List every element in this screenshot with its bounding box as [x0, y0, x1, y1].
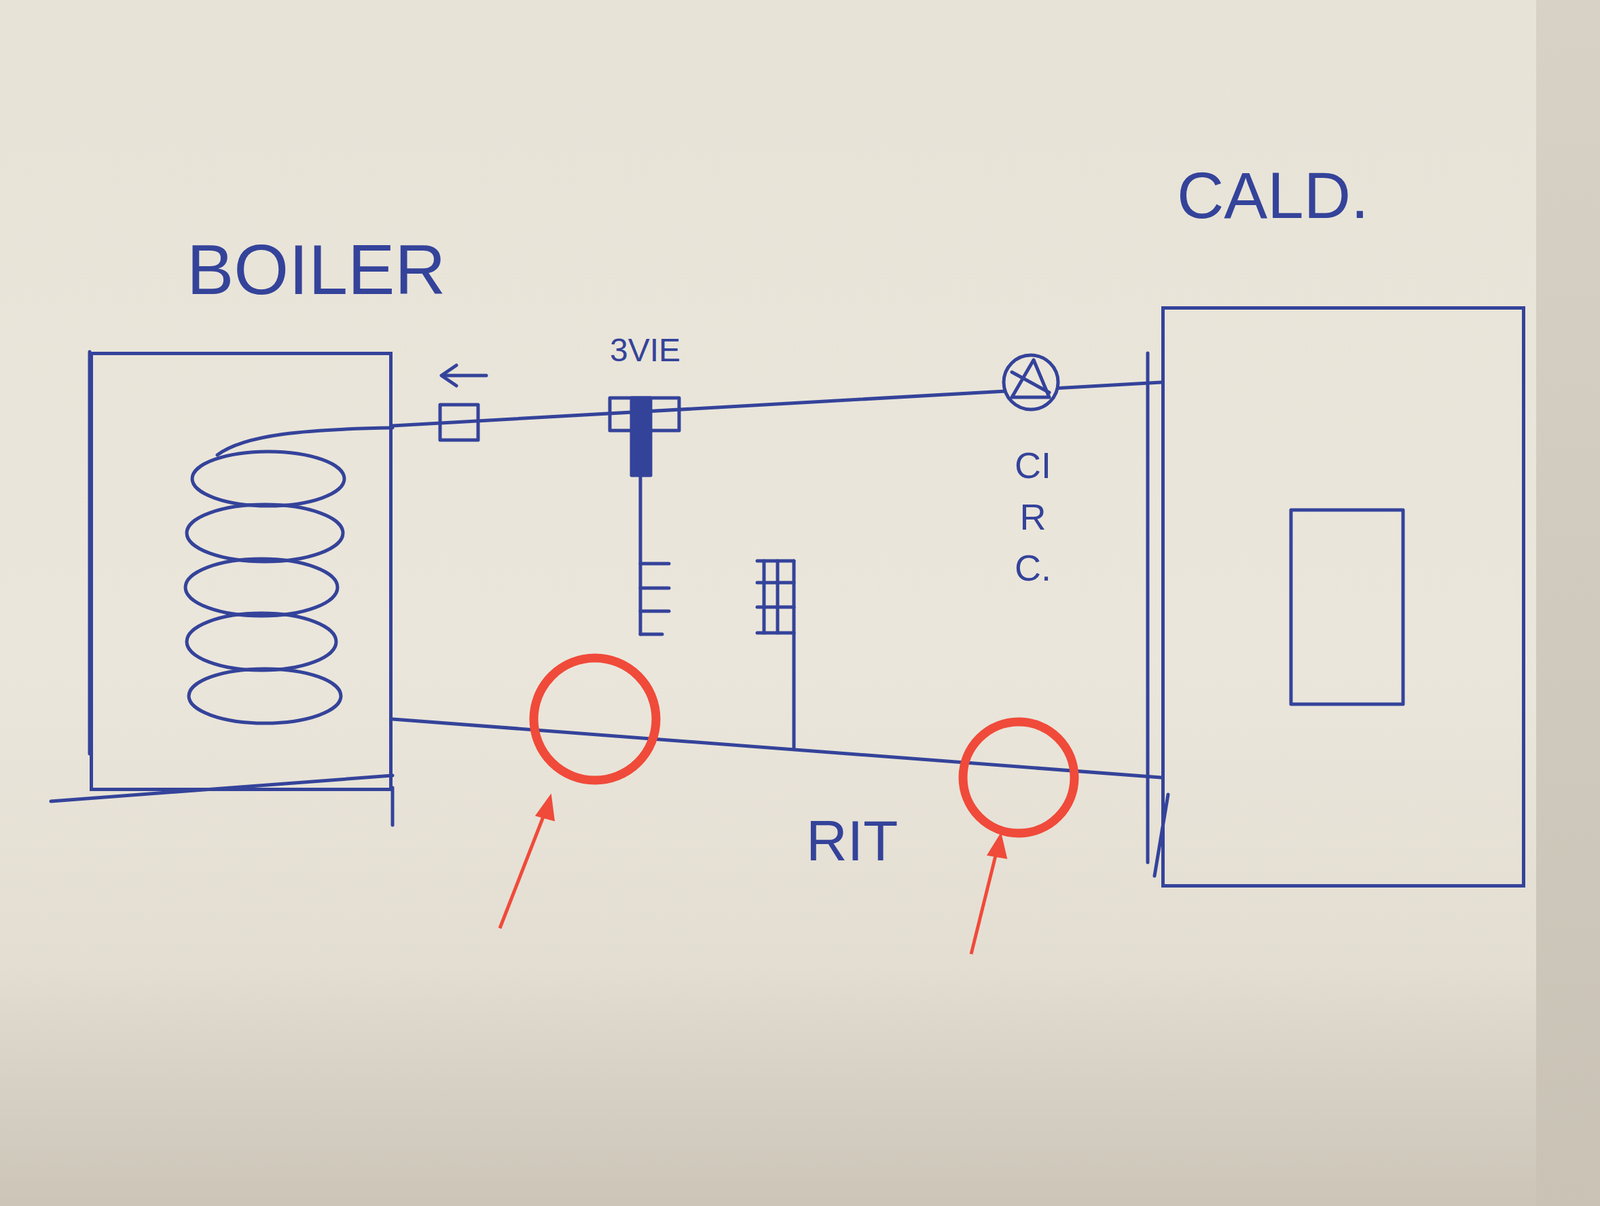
- coil: [185, 427, 393, 724]
- pointer-arrow-head: [537, 797, 553, 820]
- manifold-symbol: [757, 560, 794, 750]
- cald-panel: [1291, 510, 1404, 705]
- three-way-valve: [609, 397, 680, 635]
- cald-wall: [1146, 353, 1150, 863]
- pump-label: CIRC.: [1014, 440, 1052, 595]
- highlight-circle: [962, 721, 1075, 834]
- pointer-arrow: [971, 850, 997, 955]
- box-heading: CALD.: [1176, 162, 1370, 229]
- check-valve: [440, 404, 479, 441]
- paper-edge: [1536, 0, 1600, 1206]
- valve-label: 3VIE: [609, 334, 681, 367]
- boiler-tank: BOILER: [89, 351, 393, 792]
- box-heading: BOILER: [186, 234, 446, 305]
- paper-shadow: [0, 964, 1537, 1206]
- flow-arrow: [441, 365, 487, 386]
- cald-boiler: CALD.: [1161, 306, 1526, 888]
- pointer-arrow-head: [989, 836, 1006, 858]
- highlight-circle: [533, 658, 657, 781]
- pipe-label: RIT: [806, 812, 898, 870]
- pointer-arrow: [499, 811, 546, 929]
- pump-symbol: [1003, 355, 1059, 410]
- boiler-wall: [391, 787, 395, 826]
